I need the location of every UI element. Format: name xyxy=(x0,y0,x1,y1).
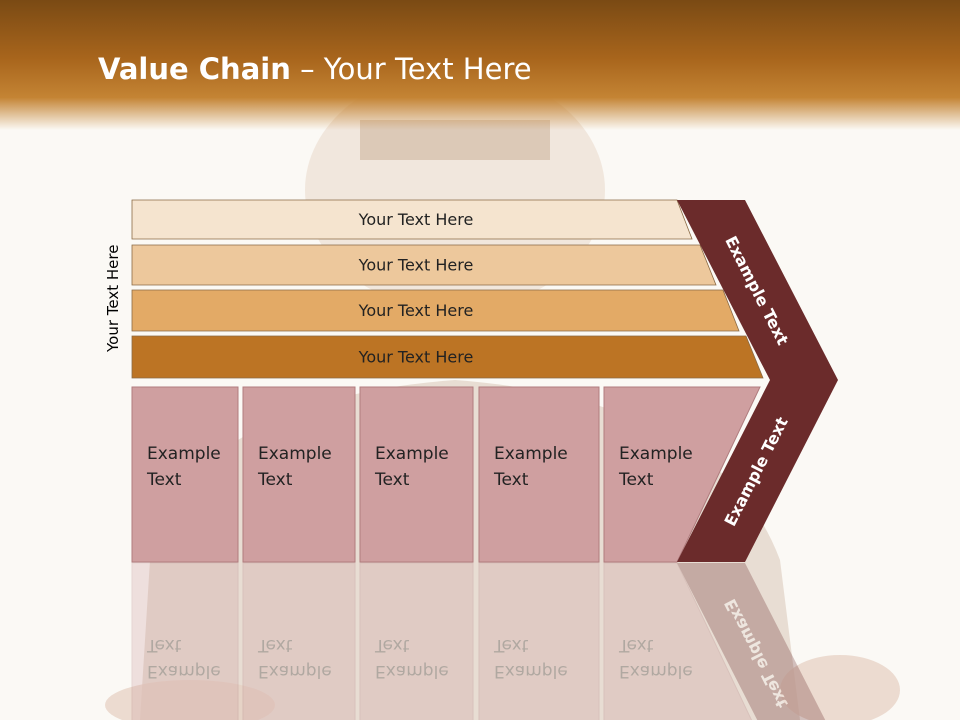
title-rest: – Your Text Here xyxy=(290,52,532,86)
chevron-lower xyxy=(677,380,838,562)
reflection-column-3 xyxy=(359,562,474,720)
reflection-column-text-5-2: Text xyxy=(618,635,654,655)
title-bold: Value Chain xyxy=(98,52,291,86)
column-text-5-1: Example xyxy=(619,444,693,464)
reflection-column-2 xyxy=(242,562,356,720)
column-text-1-2: Text xyxy=(146,470,182,490)
title-bar xyxy=(0,0,960,130)
reflection-column-text-2-2: Text xyxy=(257,635,293,655)
column-text-2-1: Example xyxy=(258,444,332,464)
reflection-column-1 xyxy=(131,562,239,720)
margin-chevron: Example Text Example Text xyxy=(677,200,838,562)
reflection-column-text-1-2: Text xyxy=(146,635,182,655)
reflection-column-text-4-1: Example xyxy=(494,661,568,681)
reflection-column-4 xyxy=(478,562,600,720)
column-text-3-1: Example xyxy=(375,444,449,464)
column-text-1-1: Example xyxy=(147,444,221,464)
band-label-2: Your Text Here xyxy=(358,256,474,275)
band-label-3: Your Text Here xyxy=(358,301,474,320)
reflection-column-text-5-1: Example xyxy=(619,661,693,681)
reflection-column-text-2-1: Example xyxy=(258,661,332,681)
band-3 xyxy=(131,289,740,332)
reflection-column-text-3-1: Example xyxy=(375,661,449,681)
band-2 xyxy=(131,244,717,286)
band-label-1: Your Text Here xyxy=(358,210,474,229)
band-1 xyxy=(131,199,693,240)
column-text-2-2: Text xyxy=(257,470,293,490)
chevron-upper xyxy=(677,200,838,380)
column-2 xyxy=(242,386,356,563)
reflection-chevron xyxy=(677,563,826,720)
reflection-column-text-4-2: Text xyxy=(493,635,529,655)
slide-title: Value Chain – Your Text Here xyxy=(98,52,532,86)
column-text-5-2: Text xyxy=(618,470,654,490)
reflection-column-5 xyxy=(603,562,753,720)
reflection-column-text-3-2: Text xyxy=(374,635,410,655)
reflection-column-text-1-1: Example xyxy=(147,661,221,681)
column-text-4-1: Example xyxy=(494,444,568,464)
band-4 xyxy=(131,335,764,379)
column-4 xyxy=(478,386,600,563)
column-3 xyxy=(359,386,474,563)
column-text-4-2: Text xyxy=(493,470,529,490)
column-text-3-2: Text xyxy=(374,470,410,490)
column-1 xyxy=(131,386,239,563)
band-label-4: Your Text Here xyxy=(358,348,474,367)
